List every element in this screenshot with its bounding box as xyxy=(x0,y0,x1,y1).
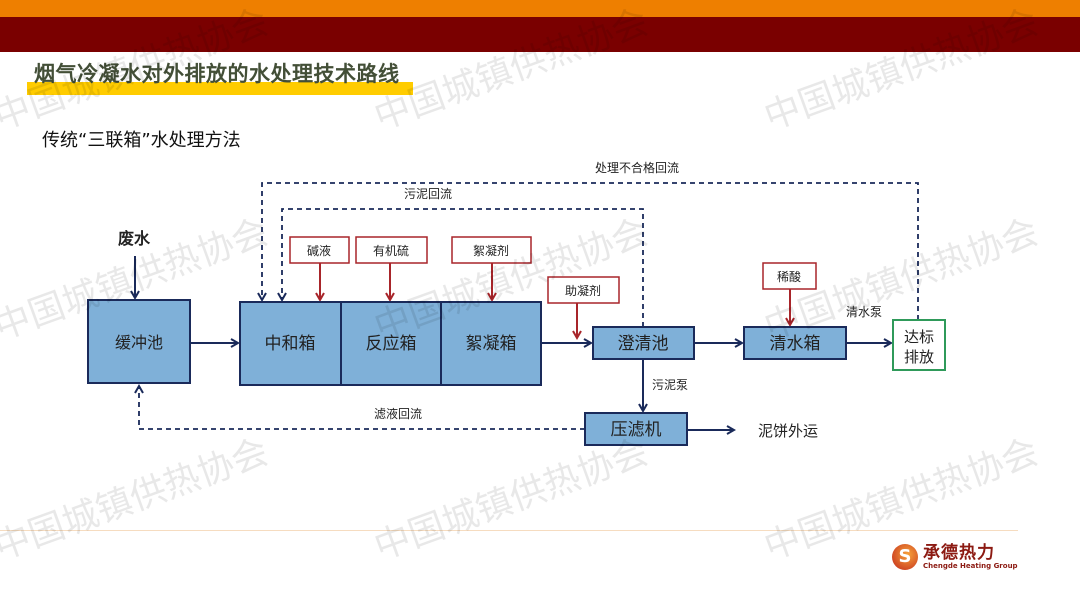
top-orange-band xyxy=(0,0,1080,17)
cake-out-label: 泥饼外运 xyxy=(758,422,818,440)
clean-label: 清水箱 xyxy=(770,334,821,354)
flow-arrows xyxy=(135,256,891,430)
reagent-coagulant-aid-box xyxy=(547,276,620,304)
flocculant-label: 絮凝剂 xyxy=(473,243,509,258)
footer-divider xyxy=(0,530,1018,531)
sludge-pump-label: 污泥泵 xyxy=(652,378,688,392)
filter-press-box xyxy=(584,412,688,446)
reaction-label: 反应箱 xyxy=(366,334,417,354)
reagent-acid-box xyxy=(762,262,817,290)
alkali-label: 碱液 xyxy=(307,243,331,258)
page-title: 烟气冷凝水对外排放的水处理技术路线 xyxy=(34,62,400,86)
sludge-return-label: 污泥回流 xyxy=(404,187,452,201)
acid-label: 稀酸 xyxy=(777,269,801,284)
watermark: 中国城镇供热协会 xyxy=(369,431,654,568)
clarifier-box xyxy=(592,326,695,360)
watermark: 中国城镇供热协会 xyxy=(759,1,1044,138)
floc-label: 絮凝箱 xyxy=(466,334,517,354)
watermark: 中国城镇供热协会 xyxy=(0,431,274,568)
input-label: 废水 xyxy=(118,229,151,248)
return-lines xyxy=(139,182,919,430)
page-subtitle: 传统“三联箱”水处理方法 xyxy=(42,130,241,151)
reaction-box xyxy=(340,301,442,386)
watermarks: 中国城镇供热协会 中国城镇供热协会 中国城镇供热协会 中国城镇供热协会 中国城镇… xyxy=(0,1,1044,568)
reagent-alkali-box xyxy=(289,236,350,264)
coagulant-aid-label: 助凝剂 xyxy=(565,283,601,298)
clean-water-box xyxy=(743,326,847,360)
logo-en: Chengde Heating Group xyxy=(923,562,1018,570)
reagent-sulfur-box xyxy=(355,236,428,264)
clarifier-label: 澄清池 xyxy=(618,334,669,354)
buffer-tank-box xyxy=(87,299,191,384)
top-dark-red-band xyxy=(0,17,1080,52)
neutralization-box xyxy=(239,301,342,386)
logo-s-icon: S xyxy=(892,544,918,570)
logo-cn: 承德热力 xyxy=(923,543,995,563)
discharge-label-2: 排放 xyxy=(904,348,934,366)
company-logo: S 承德热力 Chengde Heating Group xyxy=(892,544,1018,570)
reagent-flocculant-box xyxy=(451,236,532,264)
discharge-box xyxy=(892,319,946,371)
flocculation-box xyxy=(440,301,542,386)
clean-pump-label: 清水泵 xyxy=(846,305,882,319)
buffer-label: 缓冲池 xyxy=(115,333,163,352)
reject-return-label: 处理不合格回流 xyxy=(595,160,679,175)
discharge-label-1: 达标 xyxy=(904,328,934,346)
neutral-label: 中和箱 xyxy=(265,334,316,354)
filtrate-return-label: 滤液回流 xyxy=(374,406,422,421)
watermark: 中国城镇供热协会 xyxy=(0,1,274,138)
sulfur-label: 有机硫 xyxy=(373,243,409,258)
reagent-arrows xyxy=(320,263,790,338)
press-label: 压滤机 xyxy=(611,420,662,440)
title-highlight xyxy=(27,82,413,95)
watermark: 中国城镇供热协会 xyxy=(369,1,654,138)
